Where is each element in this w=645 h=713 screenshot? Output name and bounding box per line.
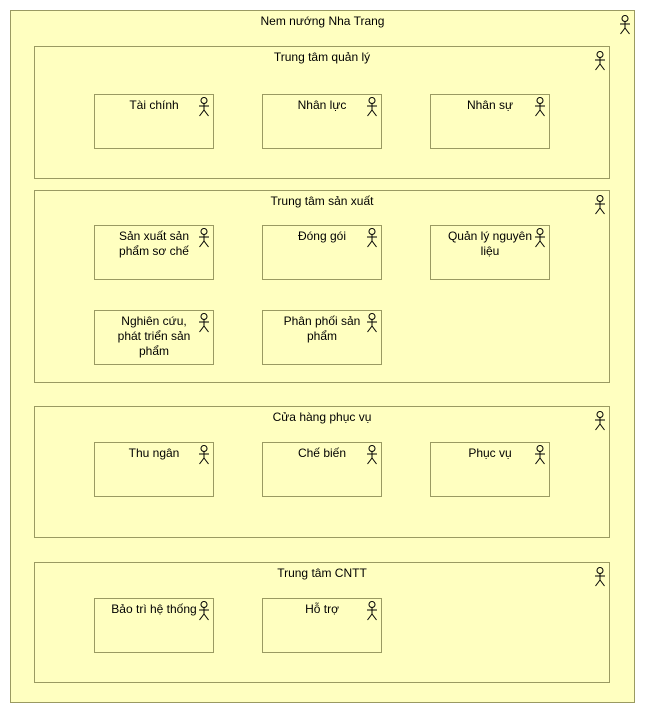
actor-icon (198, 228, 210, 248)
actor-icon (198, 445, 210, 465)
unit-packaging[interactable]: Đóng gói (262, 225, 382, 280)
group-title: Trung tâm sản xuất (270, 194, 374, 208)
actor-icon (534, 97, 546, 117)
actor-icon (366, 97, 378, 117)
actor-icon (594, 51, 606, 71)
actor-icon (594, 195, 606, 215)
unit-serving[interactable]: Phục vụ (430, 442, 550, 497)
unit-label: Nhân sự (466, 98, 514, 112)
unit-label: Nhân lực (297, 98, 347, 112)
unit-product-distribution[interactable]: Phân phối sản phẩm (262, 310, 382, 365)
unit-label: Chế biến (297, 446, 347, 460)
actor-icon (534, 228, 546, 248)
actor-icon (198, 313, 210, 333)
unit-system-maintenance[interactable]: Bảo trì hệ thống (94, 598, 214, 653)
unit-label: Bảo trì hệ thống (111, 602, 197, 616)
actor-icon (594, 411, 606, 431)
unit-label: Phân phối sản phẩm (283, 314, 361, 343)
unit-label: Nghiên cứu, phát triển sản phẩm (117, 314, 191, 358)
unit-manpower[interactable]: Nhân lực (262, 94, 382, 149)
actor-icon (619, 15, 631, 35)
unit-semi-processed-production[interactable]: Sản xuất sản phẩm sơ chế (94, 225, 214, 280)
unit-label: Tài chính (129, 98, 179, 112)
unit-label: Thu ngân (128, 446, 180, 460)
actor-icon (198, 97, 210, 117)
actor-icon (366, 228, 378, 248)
actor-icon (594, 567, 606, 587)
unit-support[interactable]: Hỗ trợ (262, 598, 382, 653)
unit-cashier[interactable]: Thu ngân (94, 442, 214, 497)
actor-icon (534, 445, 546, 465)
actor-icon (366, 601, 378, 621)
unit-label: Quản lý nguyên liệu (447, 229, 533, 258)
unit-label: Đóng gói (297, 229, 347, 243)
org-root-title: Nem nướng Nha Trang (260, 14, 385, 28)
group-title: Cửa hàng phục vụ (272, 410, 372, 424)
actor-icon (198, 601, 210, 621)
unit-personnel[interactable]: Nhân sự (430, 94, 550, 149)
unit-label: Sản xuất sản phẩm sơ chế (118, 229, 190, 258)
actor-icon (366, 445, 378, 465)
unit-material-management[interactable]: Quản lý nguyên liệu (430, 225, 550, 280)
unit-research-development[interactable]: Nghiên cứu, phát triển sản phẩm (94, 310, 214, 365)
group-title: Trung tâm CNTT (277, 566, 367, 580)
unit-finance[interactable]: Tài chính (94, 94, 214, 149)
group-title: Trung tâm quản lý (273, 50, 371, 64)
unit-food-processing[interactable]: Chế biến (262, 442, 382, 497)
actor-icon (366, 313, 378, 333)
unit-label: Phục vụ (468, 446, 512, 460)
unit-label: Hỗ trợ (305, 602, 339, 616)
